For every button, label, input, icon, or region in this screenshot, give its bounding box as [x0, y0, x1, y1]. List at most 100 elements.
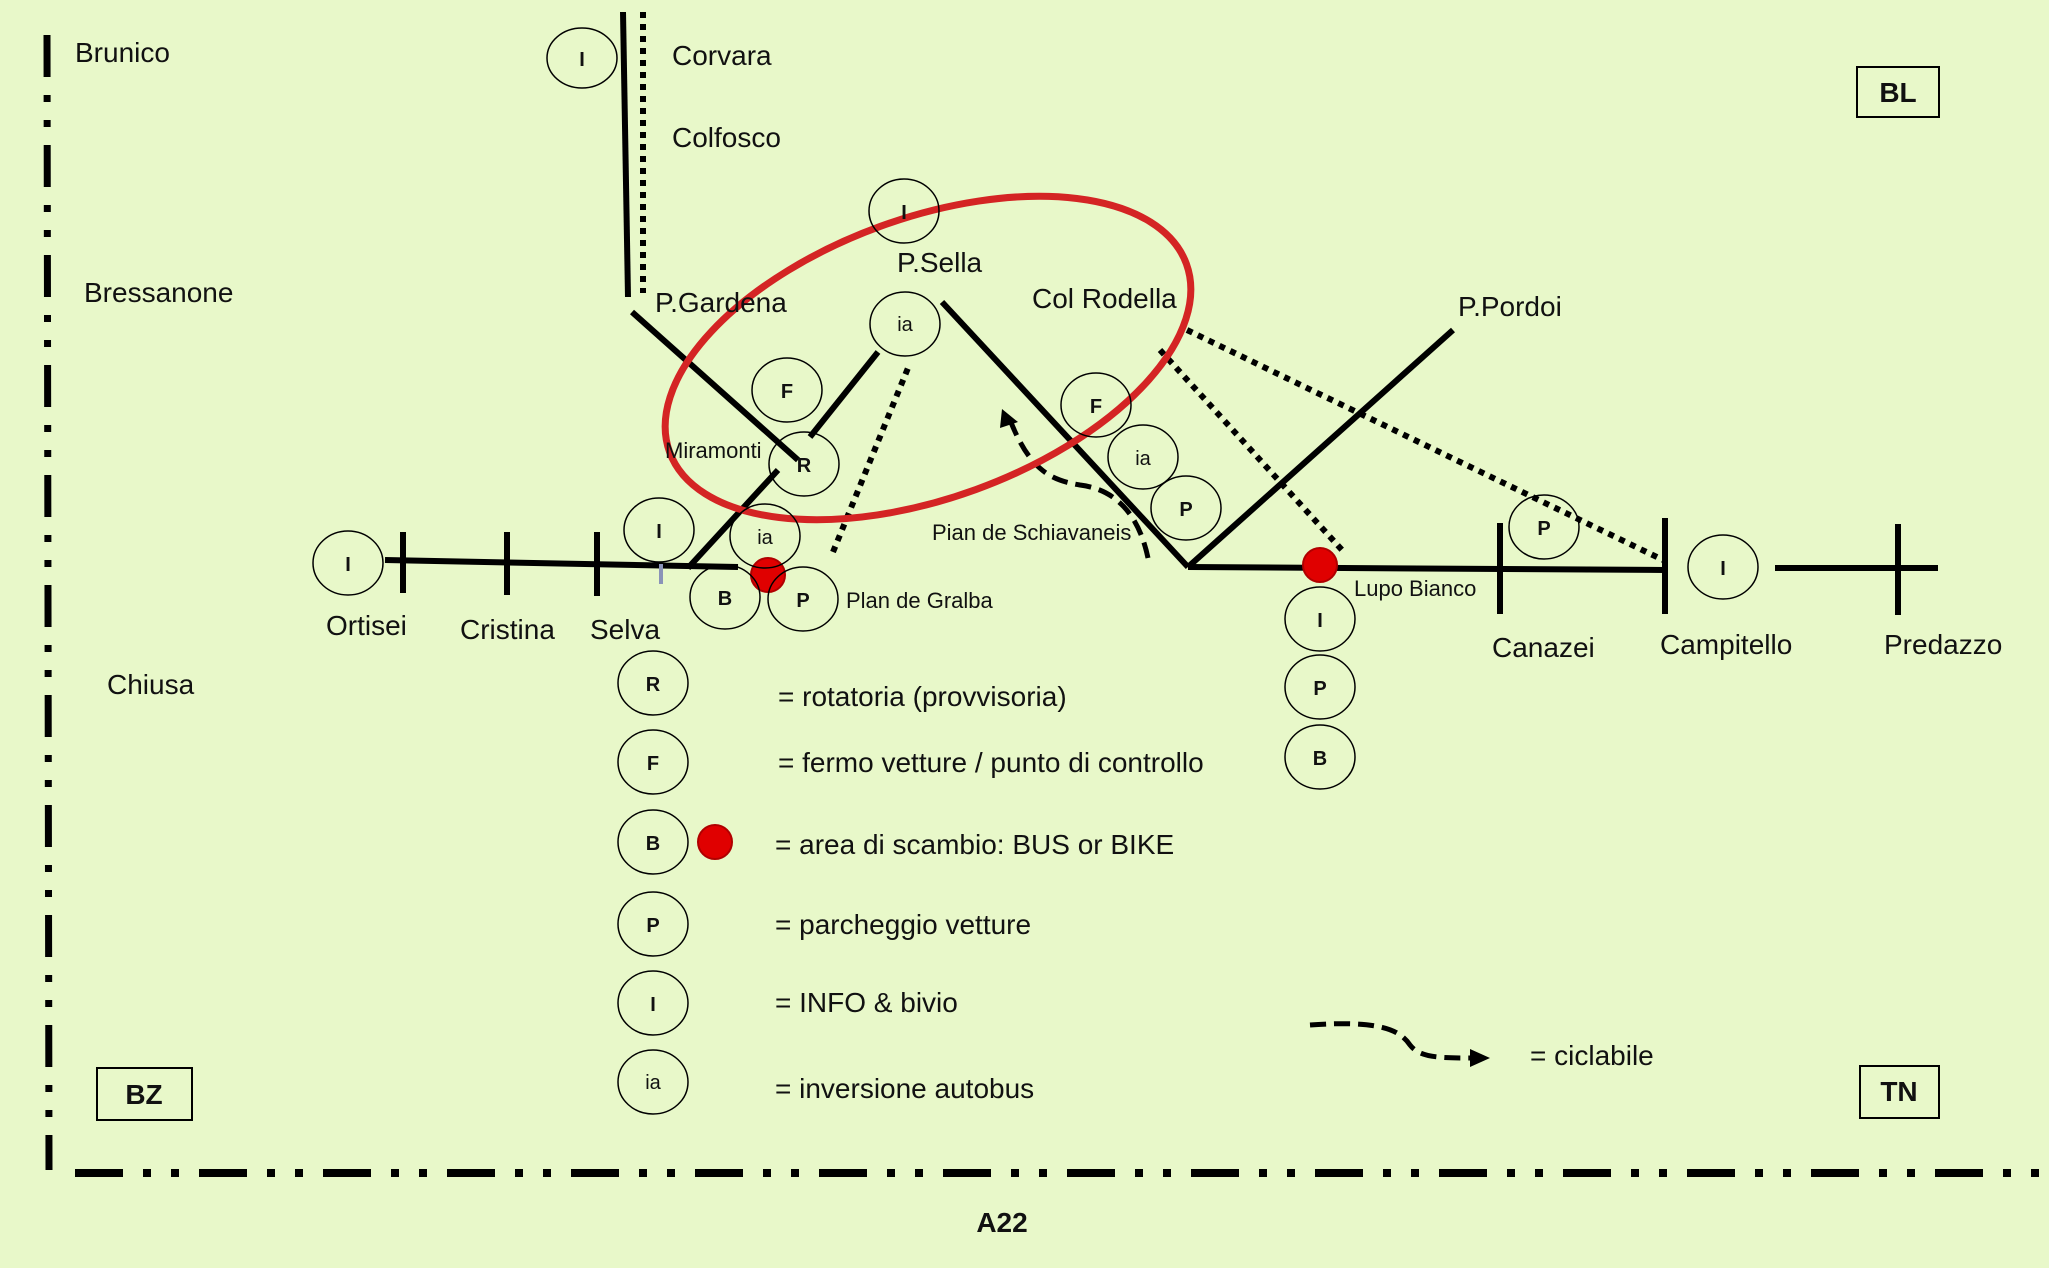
svg-text:B: B [1313, 748, 1327, 770]
svg-text:P: P [1179, 499, 1192, 521]
place-label-corvara: Corvara [672, 40, 772, 71]
road-selva-miramonti [685, 467, 781, 571]
symbol-circle: ia [729, 503, 801, 569]
cycle-path-arrowhead [1000, 409, 1018, 428]
exchange-point-lupo-bianco [1302, 547, 1338, 583]
symbol-circle: I [623, 497, 695, 563]
svg-text:R: R [797, 455, 812, 477]
svg-text:F: F [781, 381, 793, 403]
symbol-circle: I [1284, 586, 1356, 652]
west-border-line [43, 34, 53, 1171]
symbol-circle: P [1150, 475, 1222, 541]
legend-text-R: = rotatoria (provvisoria) [778, 681, 1067, 712]
svg-text:R: R [646, 674, 661, 696]
svg-text:I: I [579, 49, 585, 71]
svg-text:ia: ia [897, 314, 913, 336]
svg-text:I: I [1317, 610, 1323, 632]
place-label-cristina: Cristina [460, 614, 555, 645]
legend-symbol-ia: ia [617, 1049, 689, 1115]
region-box-tn: TN [1859, 1065, 1940, 1119]
legend-cycle-path-sample [1309, 1021, 1476, 1061]
symbol-circle: P [767, 566, 839, 632]
road-p-sella [939, 299, 1191, 570]
legend-symbol-R: R [617, 650, 689, 716]
svg-text:BL: BL [1879, 77, 1916, 108]
symbol-circle: I [1687, 534, 1759, 600]
svg-text:B: B [718, 588, 732, 610]
svg-text:BZ: BZ [125, 1079, 162, 1110]
road-dotted-gralba-ia [830, 366, 911, 554]
place-label-p-pordoi: P.Pordoi [1458, 291, 1562, 322]
legend-symbol-F: F [617, 729, 689, 795]
road-p-pordoi [1186, 327, 1455, 570]
symbol-circle: I [868, 178, 940, 244]
symbol-circle: ia [869, 291, 941, 357]
corvara-road-solid [620, 11, 631, 298]
svg-text:ia: ia [1135, 448, 1151, 470]
legend-cycle-path-arrowhead [1470, 1049, 1490, 1067]
place-label-chiusa: Chiusa [107, 669, 195, 700]
svg-text:F: F [647, 753, 659, 775]
place-label-lupo-bianco: Lupo Bianco [1354, 576, 1476, 601]
place-label-miramonti: Miramonti [665, 438, 762, 463]
symbol-circle: ia [1107, 424, 1179, 490]
cycle-path [1007, 419, 1151, 559]
symbol-circle: R [768, 431, 840, 497]
place-label-col-rodella: Col Rodella [1032, 283, 1177, 314]
road-dotted-rodella-lupo [1157, 347, 1345, 553]
svg-text:P: P [1537, 518, 1550, 540]
symbol-circle: I [312, 530, 384, 596]
svg-text:P: P [796, 590, 809, 612]
symbol-circle: I [546, 27, 618, 89]
road-miramonti-ia [807, 350, 881, 439]
legend-text-ciclabile: = ciclabile [1530, 1040, 1654, 1071]
svg-text:P: P [646, 915, 659, 937]
legend-symbol-B: B [617, 809, 689, 875]
legend-text-ia: = inversione autobus [775, 1073, 1034, 1104]
place-label-pian-de-schiavaneis: Pian de Schiavaneis [932, 520, 1131, 545]
symbol-circle: F [1060, 372, 1132, 438]
exchange-point-legend [697, 824, 733, 860]
main-road-east-1 [1187, 564, 1666, 573]
svg-text:ia: ia [757, 527, 773, 549]
region-box-bl: BL [1856, 66, 1940, 118]
legend-text-I: = INFO & bivio [775, 987, 958, 1018]
svg-text:I: I [656, 521, 662, 543]
road-p-gardena [630, 309, 800, 463]
legend-symbol-I: I [617, 970, 689, 1036]
place-label-plan-de-gralba: Plan de Gralba [846, 588, 994, 613]
symbol-circle: B [1284, 724, 1356, 790]
highlight-ellipse [661, 192, 1195, 524]
region-box-bz: BZ [96, 1067, 193, 1121]
place-label-canazei: Canazei [1492, 632, 1595, 663]
symbol-circle: P [1284, 654, 1356, 720]
legend-text-F: = fermo vetture / punto di controllo [778, 747, 1204, 778]
legend-text-P: = parcheggio vetture [775, 909, 1031, 940]
svg-text:I: I [1720, 558, 1726, 580]
place-label-a22: A22 [976, 1207, 1027, 1238]
svg-text:F: F [1090, 396, 1102, 418]
place-label-p-gardena: P.Gardena [655, 287, 787, 318]
main-road-west [384, 557, 739, 570]
symbol-circle: P [1508, 494, 1580, 560]
svg-text:I: I [650, 994, 656, 1016]
place-label-p-sella: P.Sella [897, 247, 983, 278]
legend-text-B: = area di scambio: BUS or BIKE [775, 829, 1174, 860]
road-dotted-rodella-campitello [1185, 327, 1665, 563]
svg-text:P: P [1313, 678, 1326, 700]
svg-text:ia: ia [645, 1072, 661, 1094]
place-label-colfosco: Colfosco [672, 122, 781, 153]
svg-text:I: I [345, 554, 351, 576]
place-label-brunico: Brunico [75, 37, 170, 68]
svg-text:TN: TN [1880, 1076, 1917, 1107]
svg-text:B: B [646, 833, 660, 855]
legend-symbol-P: P [617, 891, 689, 957]
place-label-ortisei: Ortisei [326, 610, 407, 641]
place-label-campitello: Campitello [1660, 629, 1792, 660]
symbol-circle: F [751, 357, 823, 423]
place-label-selva: Selva [590, 614, 660, 645]
place-label-bressanone: Bressanone [84, 277, 233, 308]
place-label-predazzo: Predazzo [1884, 629, 2002, 660]
svg-text:I: I [901, 202, 907, 224]
